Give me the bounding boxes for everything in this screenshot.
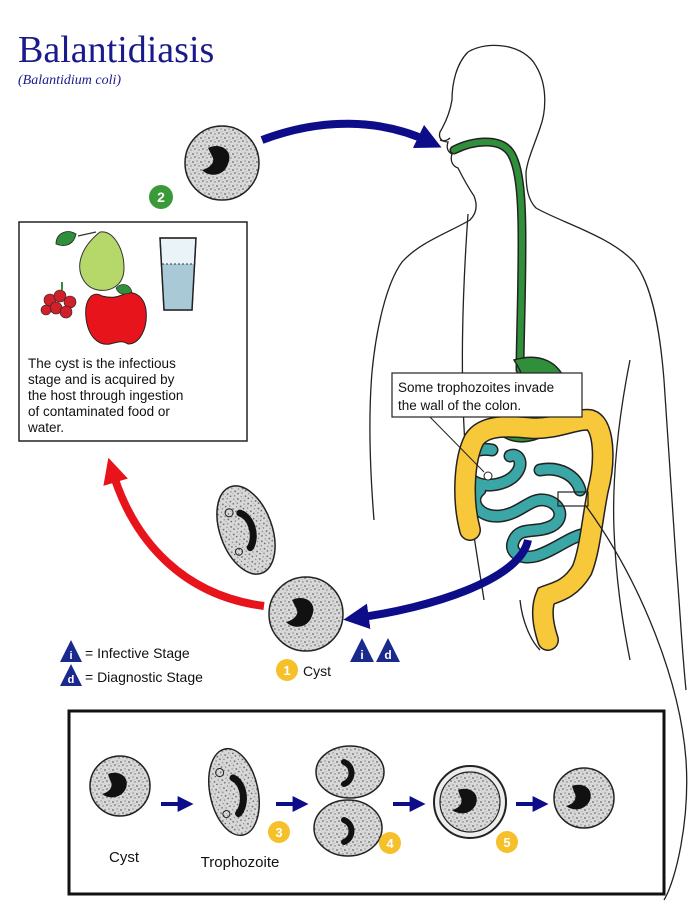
infection-text-line-1: The cyst is the infectious <box>28 356 176 371</box>
legend-diagnostic-letter: d <box>68 674 75 686</box>
panel-cyst <box>89 755 151 817</box>
infection-text-line-2: stage and is acquired by <box>28 372 175 387</box>
esophagus <box>449 137 527 375</box>
legend-infective-letter: i <box>69 650 72 662</box>
diagram-title: Balantidiasis <box>18 29 214 71</box>
ingestion-arrow <box>260 119 442 149</box>
colon-callout-line-2: the wall of the colon. <box>398 398 521 413</box>
infective-marker-letter: i <box>360 648 363 662</box>
colon-callout-line-1: Some trophozoites invade <box>398 380 554 395</box>
diagnostic-stage-marker <box>376 638 400 662</box>
step-3-number: 3 <box>275 825 282 840</box>
callout-pointer <box>429 416 485 473</box>
panel-cyst-label: Cyst <box>109 849 140 866</box>
zoom-connector-line <box>585 505 688 901</box>
step-4-badge <box>379 832 401 854</box>
diagram-subtitle: (Balantidium coli) <box>18 73 121 88</box>
infective-stage-marker <box>350 638 374 662</box>
step-2-number: 2 <box>157 189 165 205</box>
step-5-badge <box>496 831 518 853</box>
legend-infective-icon <box>60 640 82 662</box>
legend-infective-label: = Infective Stage <box>85 645 190 661</box>
step-4-number: 4 <box>386 836 394 851</box>
panel-mature-cyst <box>553 767 615 829</box>
excretion-arrow <box>343 538 532 629</box>
panel-encysting-form <box>433 765 507 839</box>
pear-icon <box>55 231 125 291</box>
raspberry-icon <box>40 282 77 319</box>
legend-diagnostic-icon <box>60 664 82 686</box>
water-glass-icon <box>159 237 197 311</box>
contamination-arrow <box>103 457 265 610</box>
step-1-badge <box>276 659 298 681</box>
colon-wall-highlight <box>557 491 589 507</box>
apple-icon <box>85 284 147 345</box>
cyst-stage-label: Cyst <box>303 663 331 679</box>
cyst-diagnostic <box>268 576 344 652</box>
panel-trophozoite-label: Trophozoite <box>201 854 280 871</box>
panel-dividing-trophozoite <box>313 745 385 857</box>
infection-text-line-4: of contaminated food or <box>28 404 170 419</box>
step-1-number: 1 <box>283 663 290 678</box>
legend-diagnostic-label: = Diagnostic Stage <box>85 669 203 685</box>
infection-text-line-5: water. <box>27 420 64 435</box>
cyst-ingested <box>184 125 260 201</box>
infection-text-line-3: the host through ingestion <box>28 388 183 403</box>
diagnostic-marker-letter: d <box>384 648 391 662</box>
step-2-badge <box>149 185 173 209</box>
panel-trophozoite <box>208 747 260 837</box>
legend: i = Infective Stage d = Diagnostic Stage <box>60 640 203 686</box>
trophozoite-middle <box>216 485 276 575</box>
invasion-site-marker <box>483 471 493 481</box>
step-5-number: 5 <box>503 835 510 850</box>
colon-callout-box <box>391 372 583 418</box>
step-3-badge <box>268 821 290 843</box>
